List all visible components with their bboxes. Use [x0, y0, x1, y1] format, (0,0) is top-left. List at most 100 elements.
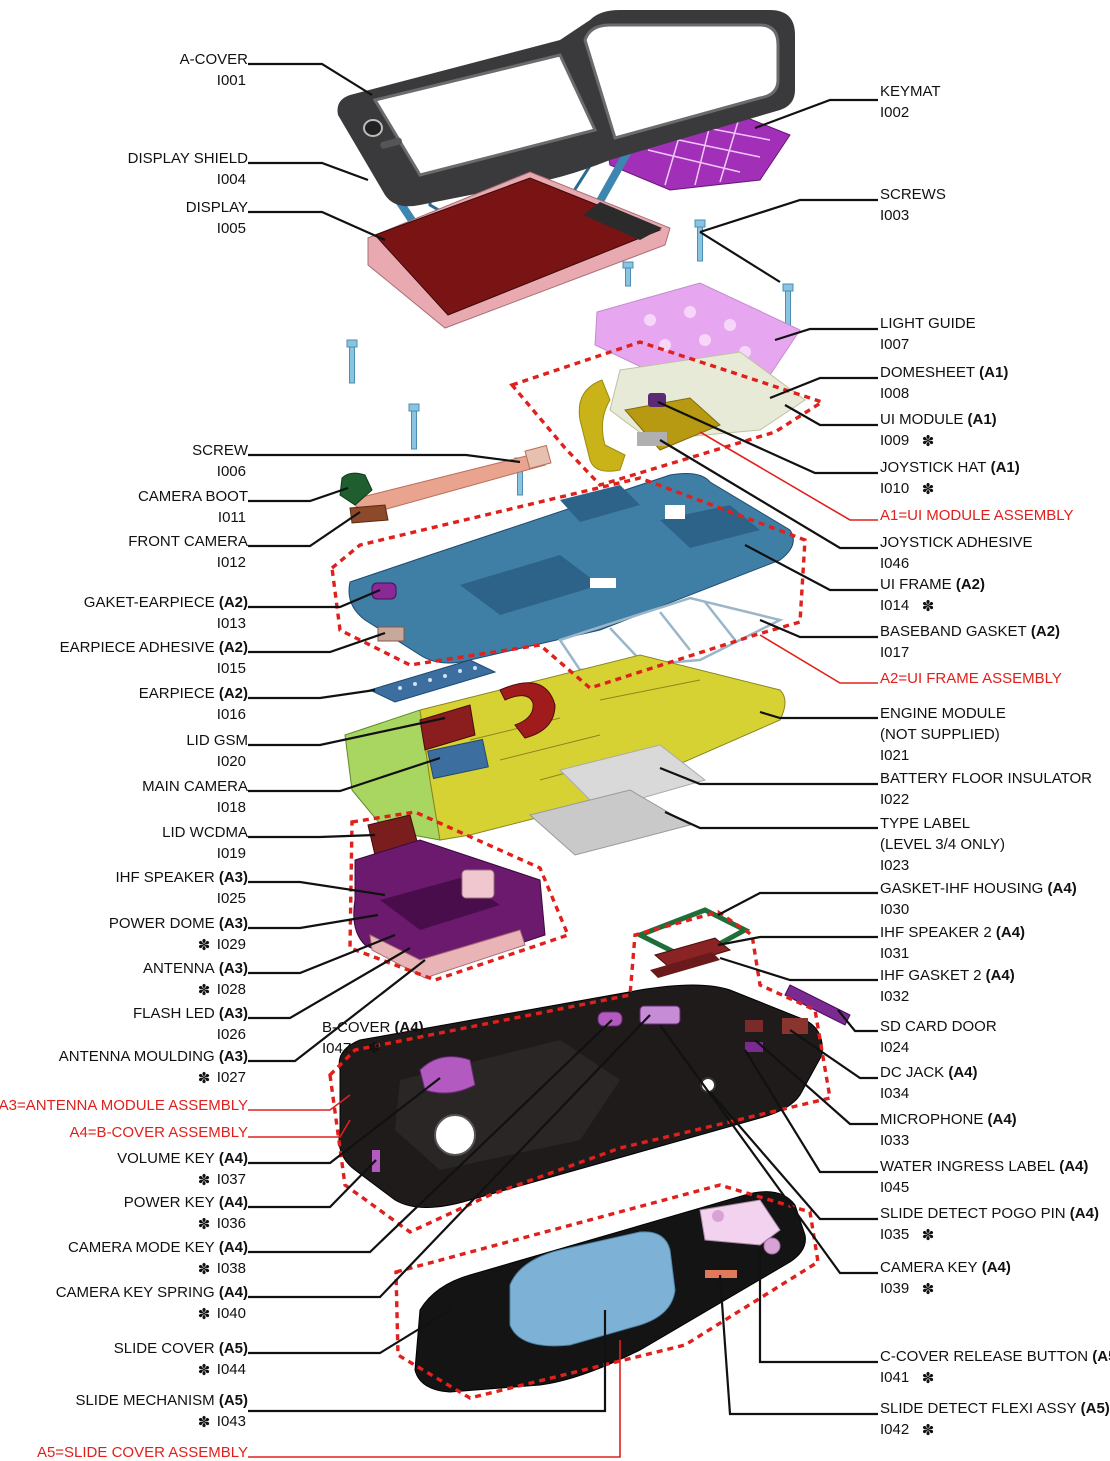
assembly-a1-caption: A1=UI MODULE ASSEMBLY — [880, 507, 1074, 524]
b-cover-name: B-COVER — [322, 1019, 391, 1036]
display-code: I005 — [217, 220, 246, 237]
ihf-speaker-2-part — [633, 907, 751, 978]
volume-key-star-icon: ✽ — [198, 1172, 211, 1189]
water-ingress-label-assembly-code: (A4) — [1055, 1158, 1088, 1175]
power-dome-label: POWER DOME (A3) — [109, 915, 248, 932]
type-label-line-1: TYPE LABEL — [880, 815, 970, 832]
assembly-a5-caption: A5=SLIDE COVER ASSEMBLY — [37, 1444, 248, 1461]
light-guide-code: I007 — [880, 336, 909, 353]
ihf-speaker-assembly-code: (A3) — [215, 869, 248, 886]
camera-mode-key-name: CAMERA MODE KEY — [68, 1239, 215, 1256]
slide-detect-pogo-pin-name: SLIDE DETECT POGO PIN — [880, 1205, 1066, 1222]
earpiece-adhesive-label: EARPIECE ADHESIVE (A2) — [60, 639, 248, 656]
joystick-adhesive-label: JOYSTICK ADHESIVE — [880, 534, 1033, 551]
earpiece-part — [368, 659, 497, 703]
screws-name: SCREWS — [880, 186, 946, 203]
camera-boot-code: I011 — [218, 509, 246, 526]
gasket-ihf-housing-label: GASKET-IHF HOUSING (A4) — [880, 880, 1077, 897]
power-key-star-icon: ✽ — [198, 1216, 211, 1233]
slide-cover-code: I044 — [217, 1361, 246, 1378]
engine-module-part — [344, 654, 786, 841]
camera-key-name: CAMERA KEY — [880, 1259, 978, 1276]
ui-module-label: UI MODULE (A1) — [880, 411, 997, 428]
camera-key-spring-label: CAMERA KEY SPRING (A4) — [56, 1284, 248, 1301]
gaket-earpiece-assembly-code: (A2) — [215, 594, 248, 611]
camera-key-star-icon: ✽ — [922, 1281, 935, 1298]
a-cover-part — [337, 10, 795, 207]
flash-led-label: FLASH LED (A3) — [133, 1005, 248, 1022]
slide-detect-pogo-pin-star-icon: ✽ — [922, 1227, 935, 1244]
ihf-speaker-name: IHF SPEAKER — [115, 869, 214, 886]
antenna-moulding-name: ANTENNA MOULDING — [59, 1048, 215, 1065]
b-cover-star-icon: ✽ — [368, 1040, 381, 1057]
joystick-adhesive-name: JOYSTICK ADHESIVE — [880, 534, 1033, 551]
screw-code: I006 — [217, 463, 246, 480]
a5-outline — [394, 1183, 820, 1400]
b-cover-part — [338, 984, 851, 1208]
ui-frame-part — [348, 473, 794, 664]
sd-card-door-name: SD CARD DOOR — [880, 1018, 997, 1035]
ihf-gasket-2-code: I032 — [880, 988, 909, 1005]
domesheet-name: DOMESHEET — [880, 364, 975, 381]
earpiece-adhesive-code: I015 — [217, 660, 246, 677]
slide-detect-flexi-assy-star-icon: ✽ — [922, 1422, 935, 1439]
slide-detect-pogo-pin-code: I035 — [880, 1226, 909, 1243]
antenna-moulding-assembly-code: (A3) — [215, 1048, 248, 1065]
antenna-assembly-code: (A3) — [215, 960, 248, 977]
display-part — [367, 171, 671, 329]
camera-key-spring-star-icon: ✽ — [198, 1306, 211, 1323]
leader-lines — [248, 62, 878, 1458]
joystick-hat-code: I010 — [880, 480, 909, 497]
display-shield-name: DISPLAY SHIELD — [128, 150, 248, 167]
dc-jack-name: DC JACK — [880, 1064, 944, 1081]
a2-outline — [330, 476, 807, 690]
ui-frame-star-icon: ✽ — [922, 598, 935, 615]
screw-label: SCREW — [192, 442, 249, 459]
camera-key-spring-name: CAMERA KEY SPRING — [56, 1284, 215, 1301]
domesheet-label: DOMESHEET (A1) — [880, 364, 1008, 381]
b-cover-code: I047 — [322, 1040, 351, 1057]
slide-mechanism-code: I043 — [217, 1413, 246, 1430]
slide-detect-flexi-assy-name: SLIDE DETECT FLEXI ASSY — [880, 1400, 1076, 1417]
slide-cover-part — [414, 1191, 806, 1393]
keymat-name: KEYMAT — [880, 83, 941, 100]
ihf-speaker-2-label: IHF SPEAKER 2 (A4) — [880, 924, 1025, 941]
lid-wcdma-code: I019 — [217, 845, 246, 862]
assembly-a2-caption: A2=UI FRAME ASSEMBLY — [880, 670, 1062, 687]
water-ingress-label-name: WATER INGRESS LABEL — [880, 1158, 1055, 1175]
power-dome-assembly-code: (A3) — [215, 915, 248, 932]
a-cover-name: A-COVER — [180, 51, 249, 68]
sd-card-door-label: SD CARD DOOR — [880, 1018, 997, 1035]
ihf-gasket-2-label: IHF GASKET 2 (A4) — [880, 967, 1015, 984]
gaket-earpiece-name: GAKET-EARPIECE — [84, 594, 215, 611]
antenna-moulding-star-icon: ✽ — [198, 1070, 211, 1087]
ihf-speaker-code: I025 — [217, 890, 246, 907]
volume-key-code: I037 — [217, 1171, 246, 1188]
a1-outline — [509, 340, 826, 487]
camera-mode-key-assembly-code: (A4) — [215, 1239, 248, 1256]
camera-key-assembly-code: (A4) — [978, 1259, 1011, 1276]
camera-key-label: CAMERA KEY (A4) — [880, 1259, 1011, 1276]
ui-module-code: I009 — [880, 432, 909, 449]
camera-mode-key-label: CAMERA MODE KEY (A4) — [68, 1239, 248, 1256]
lid-gsm-name: LID GSM — [186, 732, 248, 749]
a-cover-label: A-COVER — [180, 51, 249, 68]
antenna-label: ANTENNA (A3) — [143, 960, 248, 977]
slide-detect-flexi-assy-assembly-code: (A5) — [1076, 1400, 1109, 1417]
domesheet-assembly-code: (A1) — [975, 364, 1008, 381]
c-cover-release-button-assembly-code: (A5) — [1088, 1348, 1110, 1365]
earpiece-label: EARPIECE (A2) — [139, 685, 248, 702]
battery-floor-insulator-part — [528, 744, 707, 856]
microphone-assembly-code: (A4) — [983, 1111, 1016, 1128]
baseband-gasket-part — [558, 596, 784, 672]
slide-detect-flexi-assy-label: SLIDE DETECT FLEXI ASSY (A5) — [880, 1400, 1110, 1417]
slide-detect-pogo-pin-assembly-code: (A4) — [1066, 1205, 1099, 1222]
joystick-hat-name: JOYSTICK HAT — [880, 459, 986, 476]
ui-frame-assembly-code: (A2) — [952, 576, 985, 593]
front-camera-code: I012 — [217, 554, 246, 571]
camera-boot-name: CAMERA BOOT — [138, 488, 248, 505]
b-cover-label: B-COVER (A4) — [322, 1019, 424, 1036]
joystick-hat-label: JOYSTICK HAT (A1) — [880, 459, 1020, 476]
